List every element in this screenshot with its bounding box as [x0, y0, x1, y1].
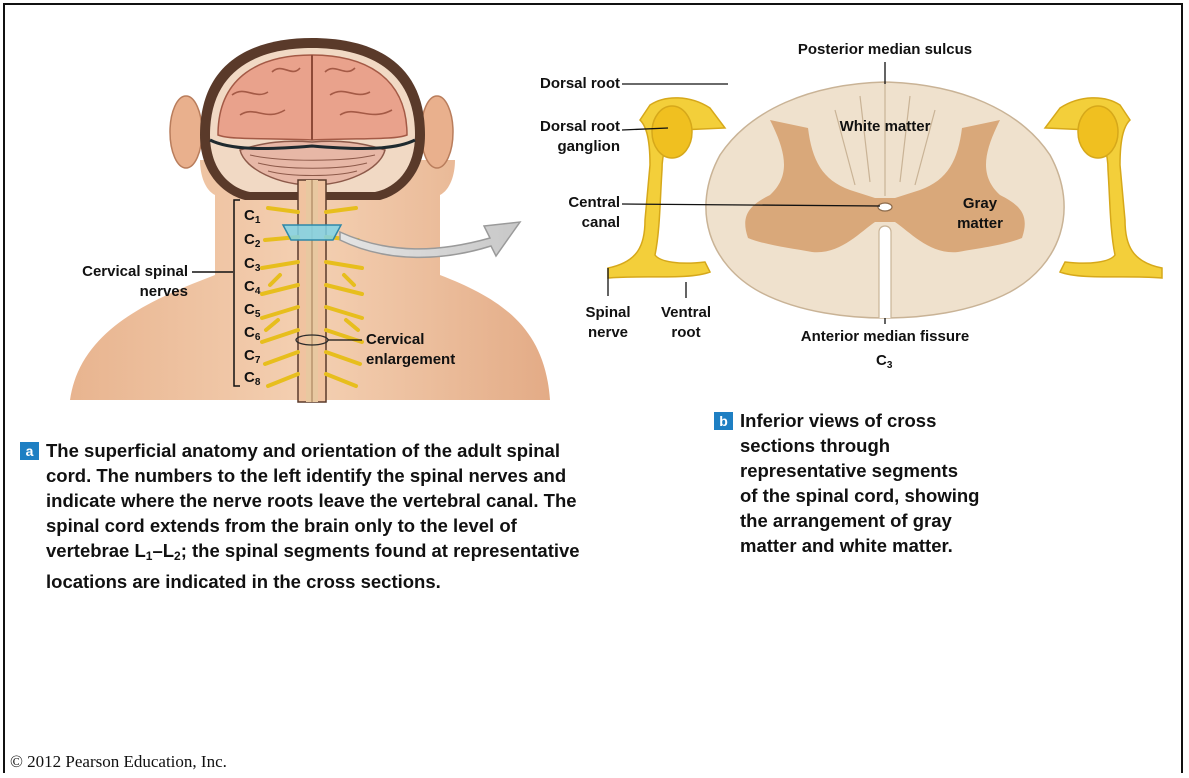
caption-line: locations are indicated in the cross sec…: [20, 569, 710, 594]
caption-line: spinal cord extends from the brain only …: [20, 513, 710, 538]
segment-c5: C5: [244, 302, 260, 322]
label-cervical-enlargement: Cervical enlargement: [366, 330, 455, 370]
label-line: enlargement: [366, 350, 455, 370]
caption-line: matter and white matter.: [714, 533, 1044, 558]
caption-line: cord. The numbers to the left identify t…: [20, 463, 710, 488]
label-anterior-median-fissure: Anterior median fissure: [760, 327, 1010, 347]
badge-a: a: [20, 442, 39, 460]
label-white-matter: White matter: [810, 117, 960, 137]
segment-c3: C3: [244, 256, 260, 276]
label-line: Ventral: [648, 303, 724, 323]
caption-line: the arrangement of gray: [714, 508, 1044, 533]
label-line: Dorsal root: [480, 117, 620, 137]
label-line: Spinal: [570, 303, 646, 323]
segment-c8: C8: [244, 370, 260, 390]
label-ventral-root: Ventral root: [648, 303, 724, 343]
c3-section-highlight: [283, 225, 341, 240]
segment-c6: C6: [244, 325, 260, 345]
label-line: nerve: [570, 323, 646, 343]
neck-illustration: [70, 38, 550, 402]
segment-c2: C2: [244, 232, 260, 252]
caption-line: vertebrae L1–L2; the spinal segments fou…: [20, 538, 710, 569]
label-gray-matter: Gray matter: [935, 194, 1025, 234]
badge-b: b: [714, 412, 733, 430]
copyright-notice: © 2012 Pearson Education, Inc.: [10, 752, 227, 772]
segment-c4: C4: [244, 279, 260, 299]
caption-line: sections through: [714, 433, 1044, 458]
caption-line: indicate where the nerve roots leave the…: [20, 488, 710, 513]
label-line: Central: [480, 193, 620, 213]
segment-c7: C7: [244, 348, 260, 368]
label-central-canal: Central canal: [480, 193, 620, 233]
label-posterior-median-sulcus: Posterior median sulcus: [760, 40, 1010, 60]
label-line: root: [648, 323, 724, 343]
segment-c1: C1: [244, 208, 260, 228]
label-line: Cervical: [366, 330, 455, 350]
caption-line: representative segments: [714, 458, 1044, 483]
label-spinal-nerve: Spinal nerve: [570, 303, 646, 343]
label-line: matter: [935, 214, 1025, 234]
caption-line: of the spinal cord, showing: [714, 483, 1044, 508]
label-dorsal-root-ganglion: Dorsal root ganglion: [480, 117, 620, 157]
label-line: canal: [480, 213, 620, 233]
label-dorsal-root: Dorsal root: [480, 74, 620, 94]
label-line: nerves: [30, 282, 188, 302]
label-segment-c3: C3: [876, 353, 892, 373]
label-line: Gray: [935, 194, 1025, 214]
label-line: ganglion: [480, 137, 620, 157]
label-cervical-spinal-nerves: Cervical spinal nerves: [30, 262, 188, 302]
label-line: Cervical spinal: [30, 262, 188, 282]
